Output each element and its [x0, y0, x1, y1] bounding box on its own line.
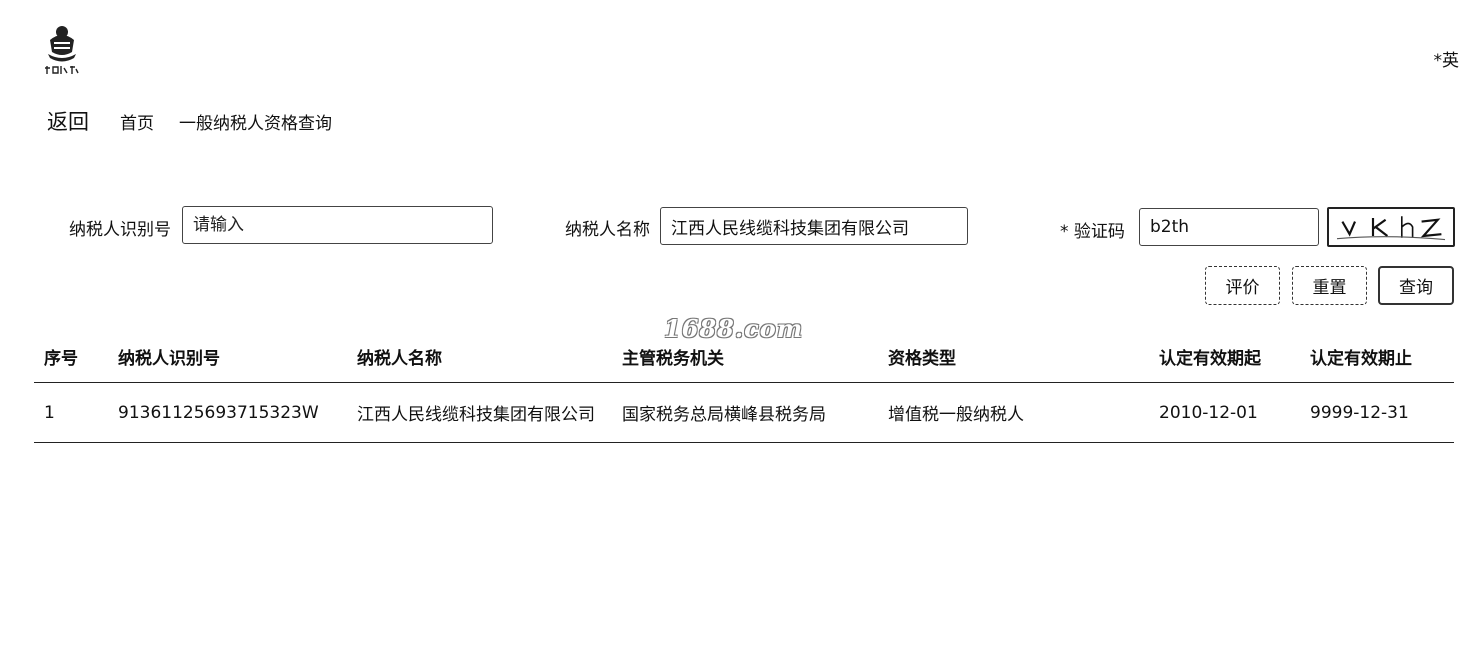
- column-header-taxpayer-id: 纳税人识别号: [118, 348, 220, 369]
- column-header-index: 序号: [44, 348, 78, 369]
- table-header-row: 序号 纳税人识别号 纳税人名称 主管税务机关 资格类型 认定有效期起 认定有效期…: [34, 330, 1454, 383]
- captcha-label: * 验证码: [1060, 222, 1125, 242]
- evaluate-button[interactable]: 评价: [1205, 266, 1280, 305]
- column-header-valid-from: 认定有效期起: [1159, 348, 1261, 369]
- cell-tax-authority: 国家税务总局横峰县税务局: [622, 405, 826, 425]
- watermark: 1688.com: [664, 314, 804, 343]
- reset-button[interactable]: 重置: [1292, 266, 1367, 305]
- column-header-tax-authority: 主管税务机关: [622, 348, 724, 369]
- cell-valid-from: 2010-12-01: [1159, 402, 1258, 423]
- results-table: 序号 纳税人识别号 纳税人名称 主管税务机关 资格类型 认定有效期起 认定有效期…: [34, 330, 1454, 443]
- cell-taxpayer-name: 江西人民线缆科技集团有限公司: [357, 405, 595, 425]
- cell-index: 1: [44, 402, 55, 423]
- captcha-input[interactable]: [1139, 208, 1319, 246]
- table-row: 1 91361125693715323W 江西人民线缆科技集团有限公司 国家税务…: [34, 383, 1454, 443]
- taxpayer-name-input[interactable]: [660, 207, 968, 245]
- query-button[interactable]: 查询: [1378, 266, 1454, 305]
- captcha-image[interactable]: [1327, 207, 1455, 247]
- taxpayer-name-label: 纳税人名称: [565, 220, 650, 240]
- language-switch[interactable]: *英: [1433, 51, 1460, 71]
- taxpayer-id-label: 纳税人识别号: [69, 220, 171, 240]
- breadcrumb-home-link[interactable]: 首页: [120, 114, 154, 134]
- column-header-valid-to: 认定有效期止: [1310, 348, 1412, 369]
- cell-valid-to: 9999-12-31: [1310, 402, 1409, 423]
- taxpayer-id-input[interactable]: [182, 206, 493, 244]
- column-header-taxpayer-name: 纳税人名称: [357, 348, 442, 369]
- back-link[interactable]: 返回: [47, 110, 89, 134]
- china-tax-emblem-icon: [38, 18, 86, 80]
- breadcrumb-current-page: 一般纳税人资格查询: [179, 114, 332, 134]
- cell-qualification-type: 增值税一般纳税人: [888, 405, 1024, 425]
- cell-taxpayer-id: 91361125693715323W: [118, 402, 319, 423]
- column-header-qualification-type: 资格类型: [888, 348, 956, 369]
